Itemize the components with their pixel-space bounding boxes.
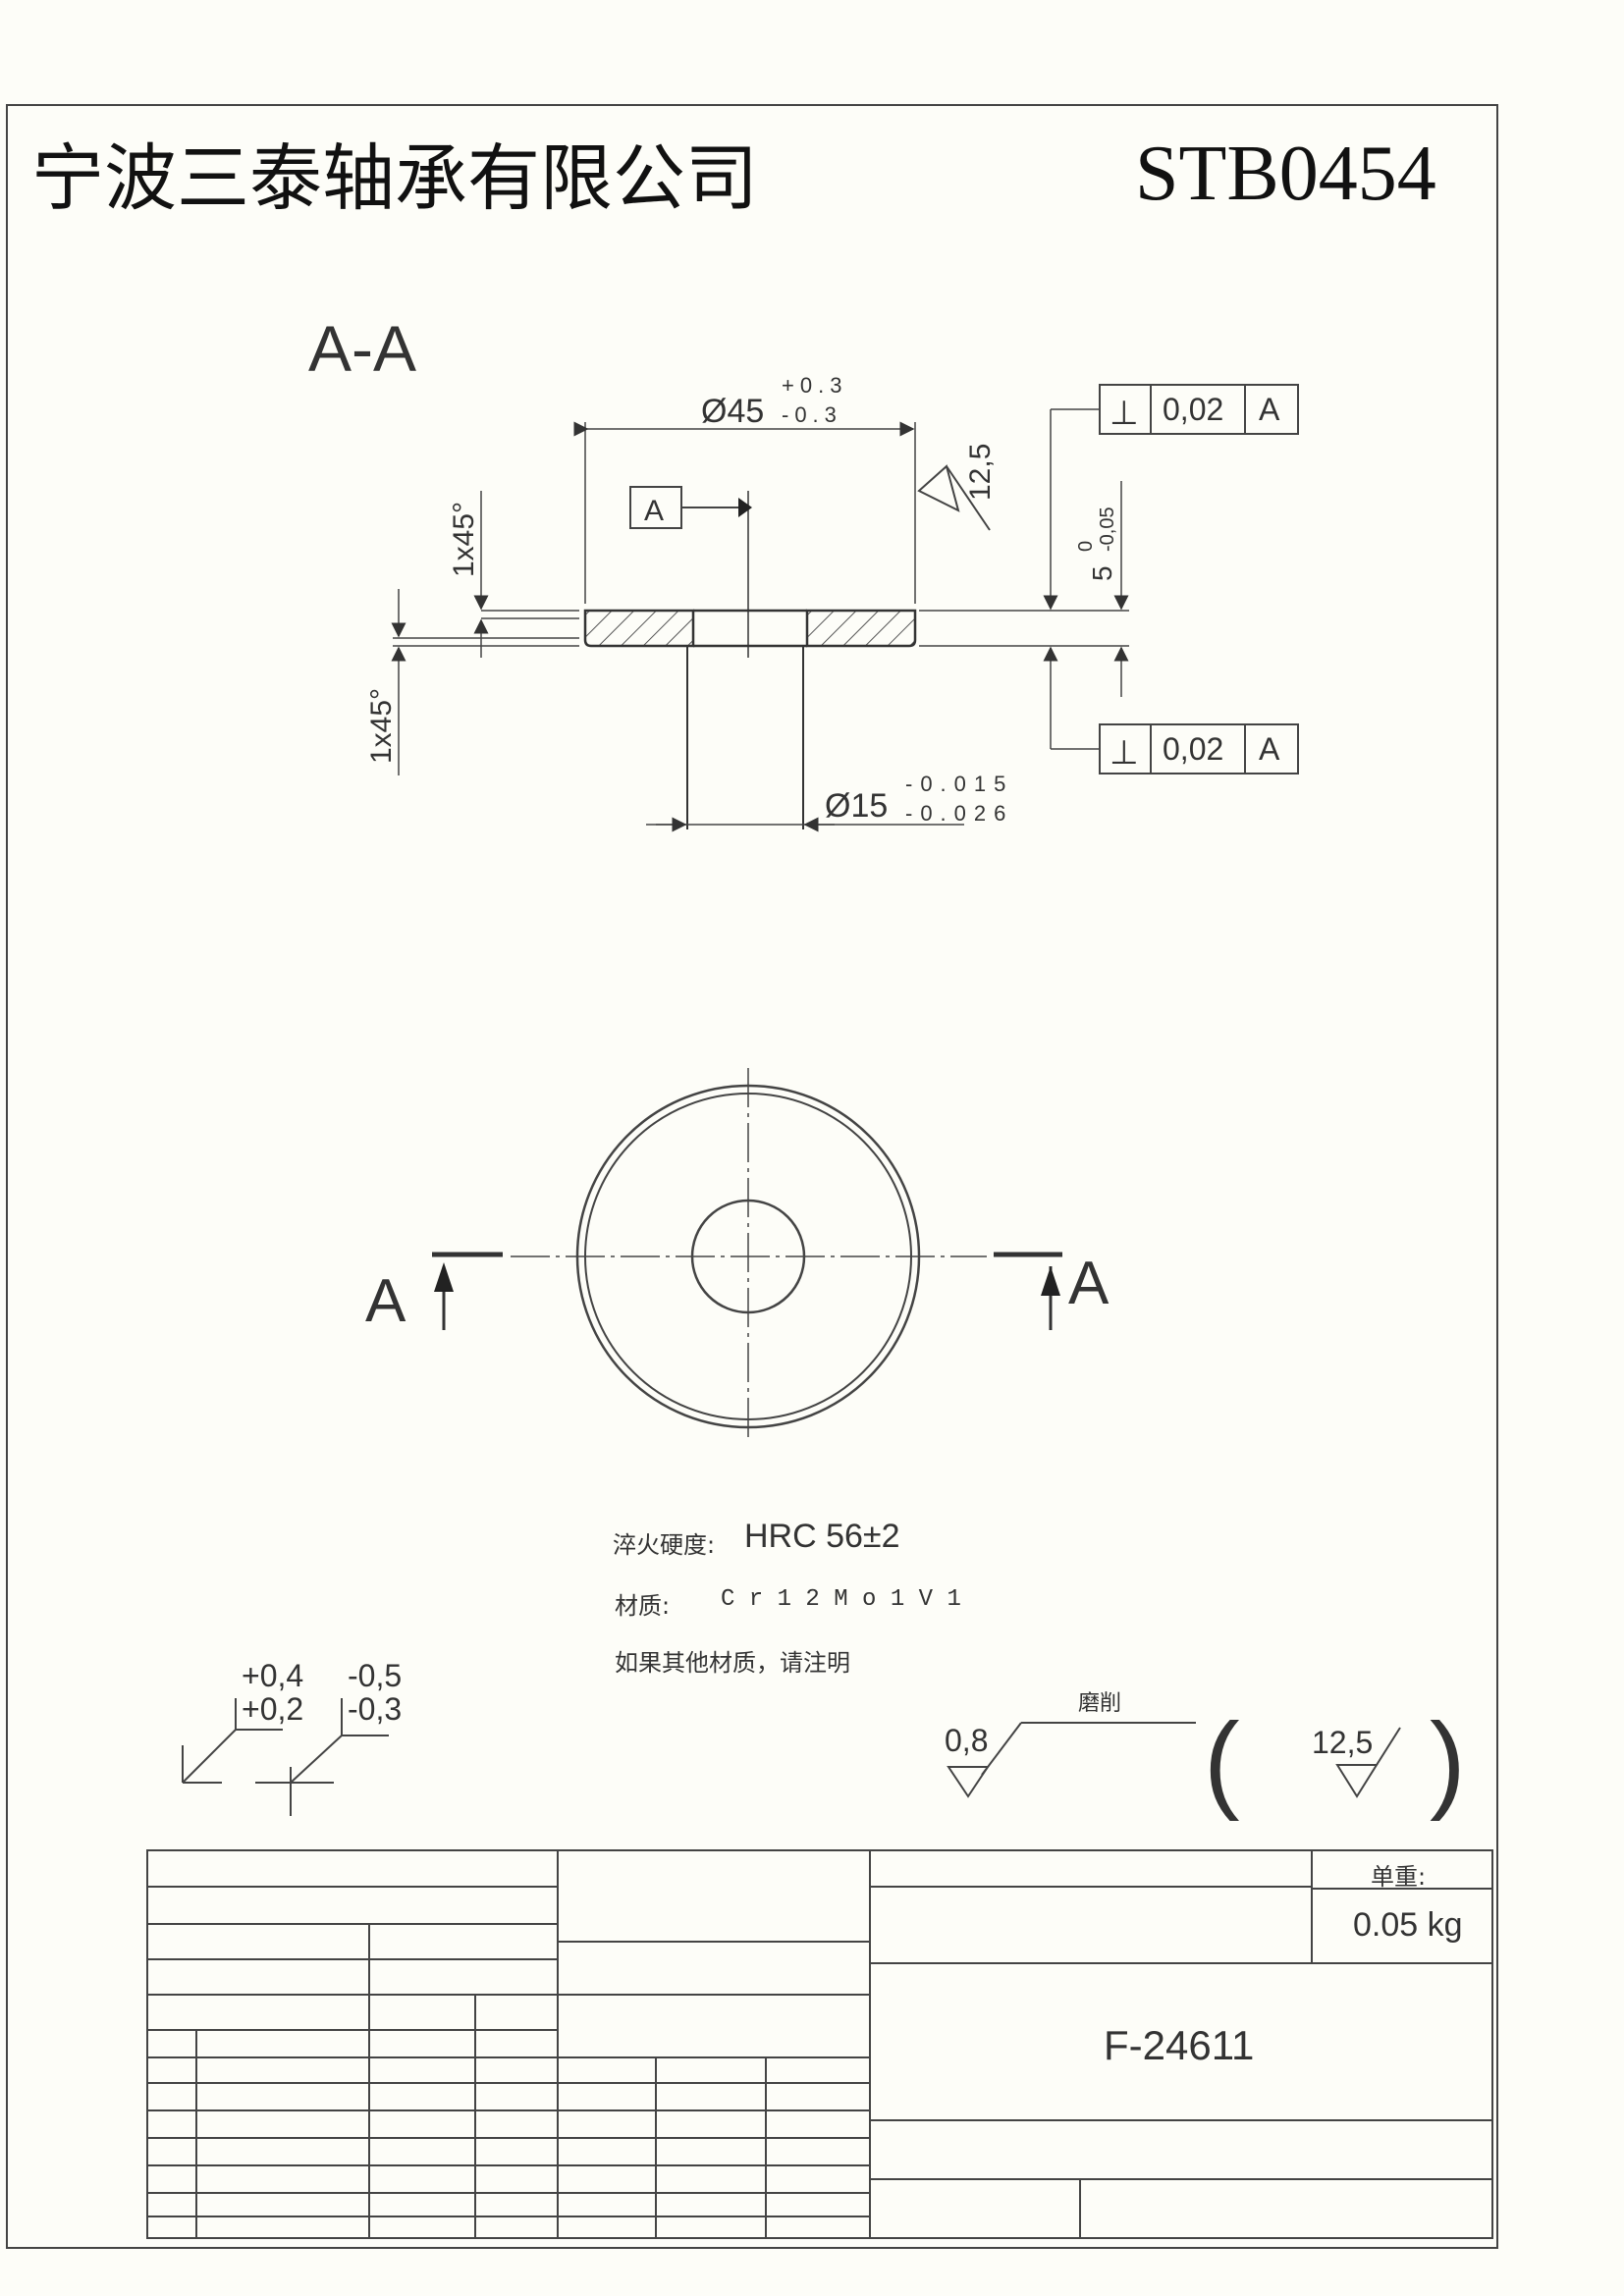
bore-diameter-dimension: Ø15 -0.015 -0.026 xyxy=(646,772,1013,832)
hardness-label: 淬火硬度: xyxy=(613,1531,716,1559)
gdt-top-value: 0,02 xyxy=(1163,392,1223,427)
gdt-frame-bottom: ⊥ 0,02 A xyxy=(1043,646,1299,774)
title-block xyxy=(146,1849,1493,2239)
paren-open: ( xyxy=(1204,1701,1240,1822)
chamfer-dimension-bottom: 1x45° xyxy=(365,589,579,775)
hardness-value: HRC 56±2 xyxy=(744,1518,900,1555)
datum-a-feature: A xyxy=(629,486,752,529)
part-code: STB0454 xyxy=(1135,131,1436,217)
bore-tol-upper: -0.015 xyxy=(905,772,1013,796)
plan-view xyxy=(511,1068,987,1439)
outer-tol-lower: -0.3 xyxy=(782,402,842,427)
paren-close: ) xyxy=(1430,1701,1466,1822)
material-label: 材质: xyxy=(615,1592,671,1620)
section-marker-left: A xyxy=(365,1252,503,1335)
section-body xyxy=(583,491,917,829)
section-mark-right-label: A xyxy=(1068,1250,1110,1317)
gdt-top-symbol: ⊥ xyxy=(1110,395,1139,432)
thickness-dimension: 5 0 -0,05 xyxy=(919,481,1129,697)
thickness-text: 5 xyxy=(1087,565,1117,581)
roughness-symbol-top: 12,5 xyxy=(917,444,997,531)
outer-tol-upper: +0.3 xyxy=(782,373,847,398)
legend-plus-lower: +0,2 xyxy=(242,1691,303,1727)
legend-plus-upper: +0,4 xyxy=(242,1658,303,1693)
outer-diameter-dimension: Ø45 +0.3 -0.3 xyxy=(573,373,916,604)
company-name: 宁波三泰轴承有限公司 xyxy=(31,136,758,221)
legend-minus-lower: -0,3 xyxy=(348,1691,402,1727)
other-material-note: 如果其他材质，请注明 xyxy=(615,1649,850,1677)
roughness-process: 磨削 xyxy=(1078,1691,1121,1716)
gdt-bottom-value: 0,02 xyxy=(1163,731,1223,767)
thickness-tol-lower: -0,05 xyxy=(1097,507,1118,552)
drawing-number: F-24611 xyxy=(1104,2022,1255,2068)
roughness-ground-value: 0,8 xyxy=(945,1723,988,1758)
chamfer-top-text: 1x45° xyxy=(448,502,480,577)
section-title: A-A xyxy=(308,312,416,385)
roughness-legend: 磨削 0,8 ( ) 12,5 xyxy=(945,1691,1466,1822)
datum-a-label: A xyxy=(644,495,664,527)
legend-minus-upper: -0,5 xyxy=(348,1658,402,1693)
thickness-tol-upper: 0 xyxy=(1075,541,1097,552)
material-value: C r 1 2 M o 1 V 1 xyxy=(721,1586,961,1613)
unit-weight-value: 0.05 kg xyxy=(1353,1906,1463,1944)
bore-tol-lower: -0.026 xyxy=(905,801,1013,826)
chamfer-dimension-top: 1x45° xyxy=(448,491,579,658)
tolerance-legend: +0,4 +0,2 -0,5 -0,3 xyxy=(182,1658,402,1816)
chamfer-bottom-text: 1x45° xyxy=(365,688,398,764)
roughness-top-value: 12,5 xyxy=(964,444,997,501)
section-mark-left-label: A xyxy=(365,1267,406,1335)
drawing-frame xyxy=(6,104,1498,2249)
outer-diameter-text: Ø45 xyxy=(701,393,764,430)
bore-diameter-text: Ø15 xyxy=(825,787,888,825)
roughness-general-value: 12,5 xyxy=(1312,1725,1373,1760)
section-marker-right: A xyxy=(994,1250,1110,1330)
gdt-frame-top: ⊥ 0,02 A xyxy=(1043,384,1299,611)
gdt-top-datum: A xyxy=(1259,392,1280,427)
gdt-bottom-datum: A xyxy=(1259,731,1280,767)
unit-weight-label: 单重: xyxy=(1371,1863,1427,1891)
gdt-bottom-symbol: ⊥ xyxy=(1110,734,1139,772)
